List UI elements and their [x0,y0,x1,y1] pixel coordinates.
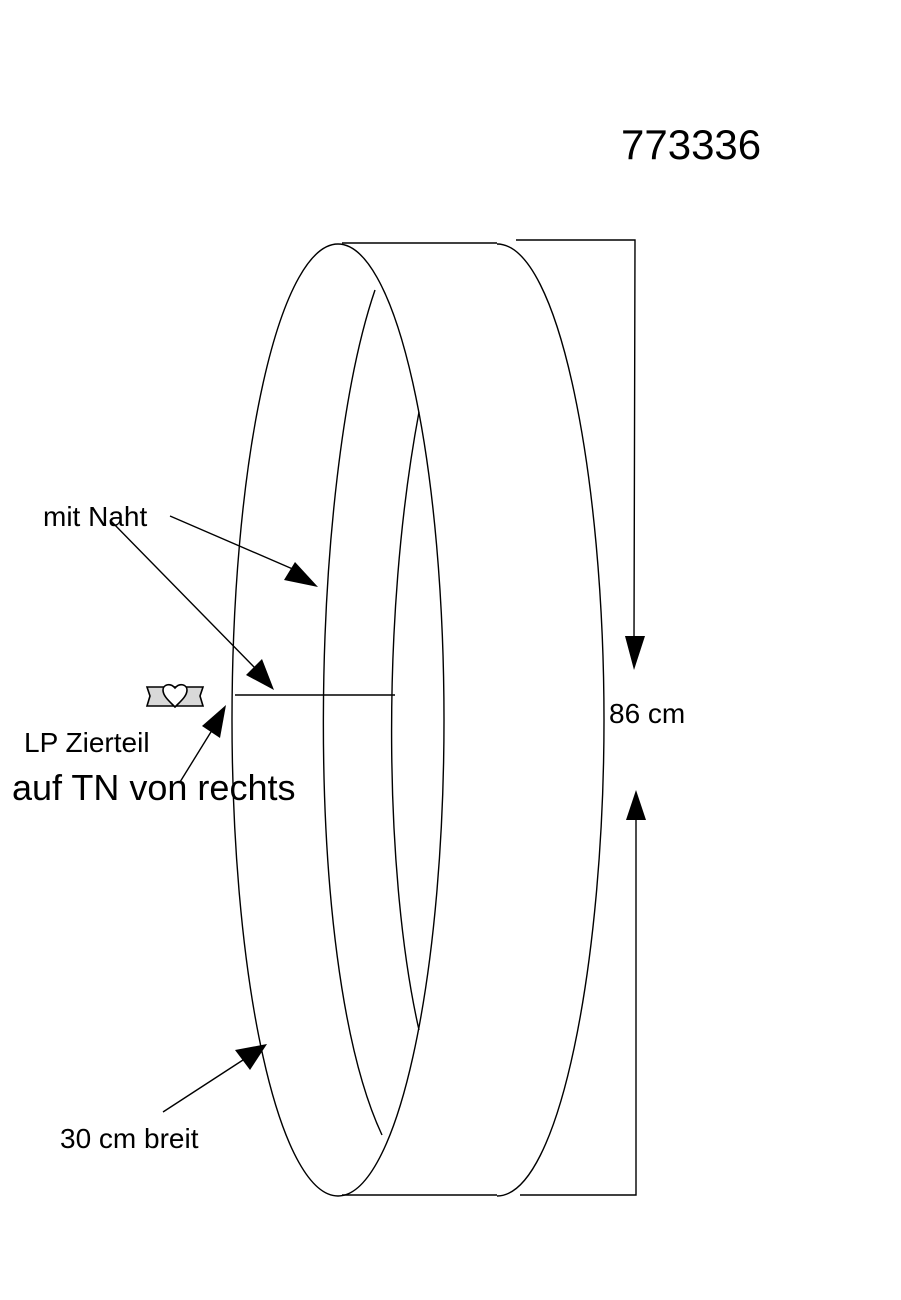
heart-bow-ornament-icon [145,683,205,709]
ornament-label: LP Zierteil [24,727,150,758]
seam-label: mit Naht [43,501,148,532]
height-dimension-bottom [520,818,637,1196]
seam-arrow-2 [246,659,274,690]
seam-pointer-line-2 [109,519,256,669]
back-inner-arc [390,411,420,1031]
width-dimension-label: 30 cm breit [60,1123,199,1154]
height-arrow-up [626,790,646,820]
back-outer-arc [496,243,605,1197]
seam-pointer-line-1 [169,515,296,571]
width-arrow [235,1044,267,1070]
height-dimension-top [516,239,636,641]
ornament-pointer-line [179,726,215,783]
height-arrow-down [625,636,645,670]
width-pointer-line [162,1059,244,1113]
front-inner-arc [322,289,383,1136]
placement-label: auf TN von rechts [12,767,296,808]
seam-arrow-1 [284,562,318,587]
height-dimension-label: 86 cm [609,698,686,729]
ornament-arrow [202,705,226,738]
front-outer-ellipse [231,243,445,1197]
article-number: 773336 [621,121,762,168]
